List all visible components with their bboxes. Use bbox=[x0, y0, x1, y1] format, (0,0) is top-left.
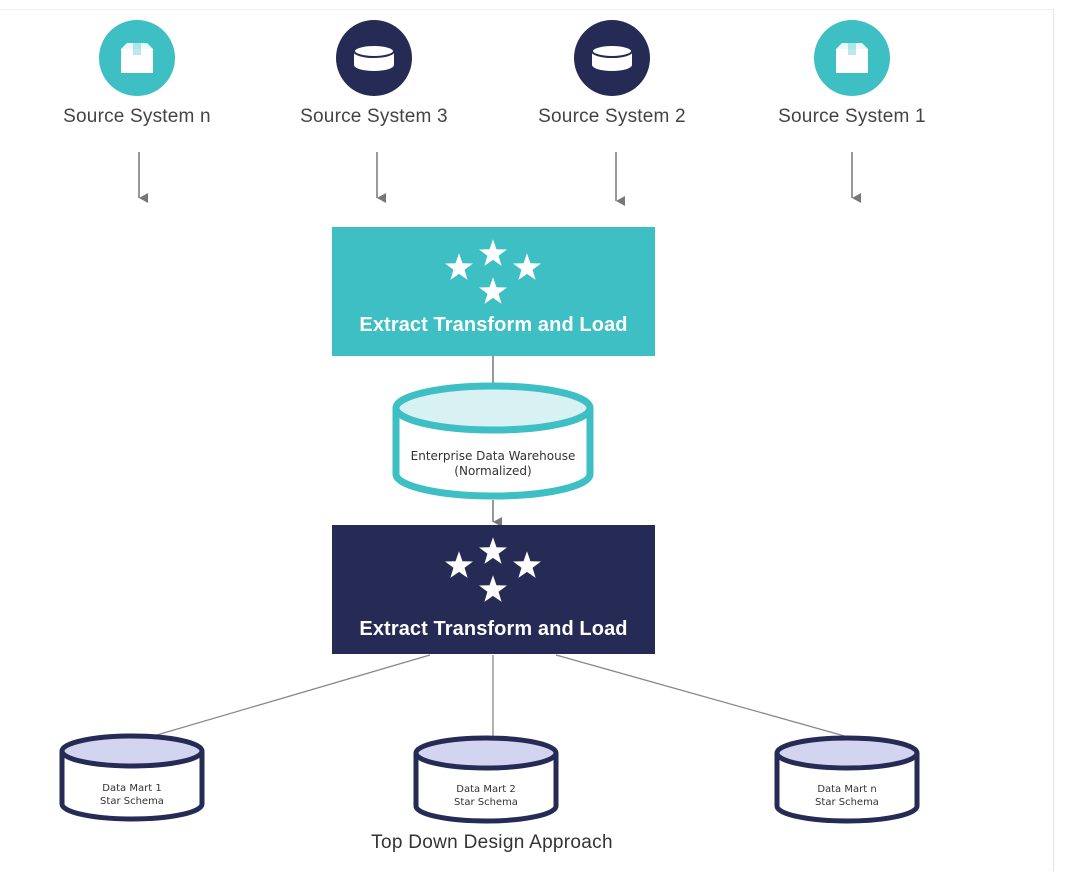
data-mart-name: Data Mart 1 bbox=[102, 783, 162, 794]
data-mart-name: Data Mart n bbox=[817, 784, 877, 795]
diagram-caption: Top Down Design Approach bbox=[371, 832, 613, 853]
stars-icon bbox=[445, 537, 541, 602]
source-system-3: Source System 3 bbox=[274, 20, 474, 128]
source-label: Source System 1 bbox=[778, 106, 926, 127]
data-mart-label-2: Data Mart 2 Star Schema bbox=[416, 783, 556, 809]
source-system-1: Source System 1 bbox=[752, 20, 952, 128]
database-icon bbox=[336, 20, 412, 96]
source-label: Source System n bbox=[63, 106, 211, 127]
data-mart-cylinder-1 bbox=[59, 733, 205, 822]
data-mart-schema: Star Schema bbox=[815, 797, 879, 808]
source-system-2: Source System 2 bbox=[512, 20, 712, 128]
warehouse-cylinder bbox=[392, 382, 594, 500]
data-mart-schema: Star Schema bbox=[454, 797, 518, 808]
diagram-frame bbox=[0, 9, 1054, 871]
line-etl-to-mart-1 bbox=[149, 654, 431, 738]
warehouse-subtitle: (Normalized) bbox=[454, 464, 532, 478]
warehouse-label: Enterprise Data Warehouse (Normalized) bbox=[396, 449, 590, 479]
data-mart-label-1: Data Mart 1 Star Schema bbox=[62, 782, 202, 808]
box-icon bbox=[814, 20, 890, 96]
database-icon bbox=[574, 20, 650, 96]
line-etl-to-mart-n bbox=[555, 654, 849, 738]
source-system-n: Source System n bbox=[37, 20, 237, 128]
data-mart-cylinder-n bbox=[774, 735, 920, 824]
data-mart-label-n: Data Mart n Star Schema bbox=[777, 783, 917, 809]
etl-top-label: Extract Transform and Load bbox=[359, 314, 628, 336]
etl-box-top: Extract Transform and Load bbox=[332, 227, 655, 356]
etl-box-bottom: Extract Transform and Load bbox=[332, 525, 655, 654]
source-label: Source System 2 bbox=[538, 106, 686, 127]
data-mart-cylinder-2 bbox=[413, 735, 559, 824]
warehouse-title: Enterprise Data Warehouse bbox=[410, 449, 576, 463]
box-icon bbox=[99, 20, 175, 96]
etl-bottom-label: Extract Transform and Load bbox=[359, 618, 628, 640]
data-mart-name: Data Mart 2 bbox=[456, 784, 516, 795]
data-mart-schema: Star Schema bbox=[100, 796, 164, 807]
stars-icon bbox=[445, 239, 541, 304]
source-label: Source System 3 bbox=[300, 106, 448, 127]
